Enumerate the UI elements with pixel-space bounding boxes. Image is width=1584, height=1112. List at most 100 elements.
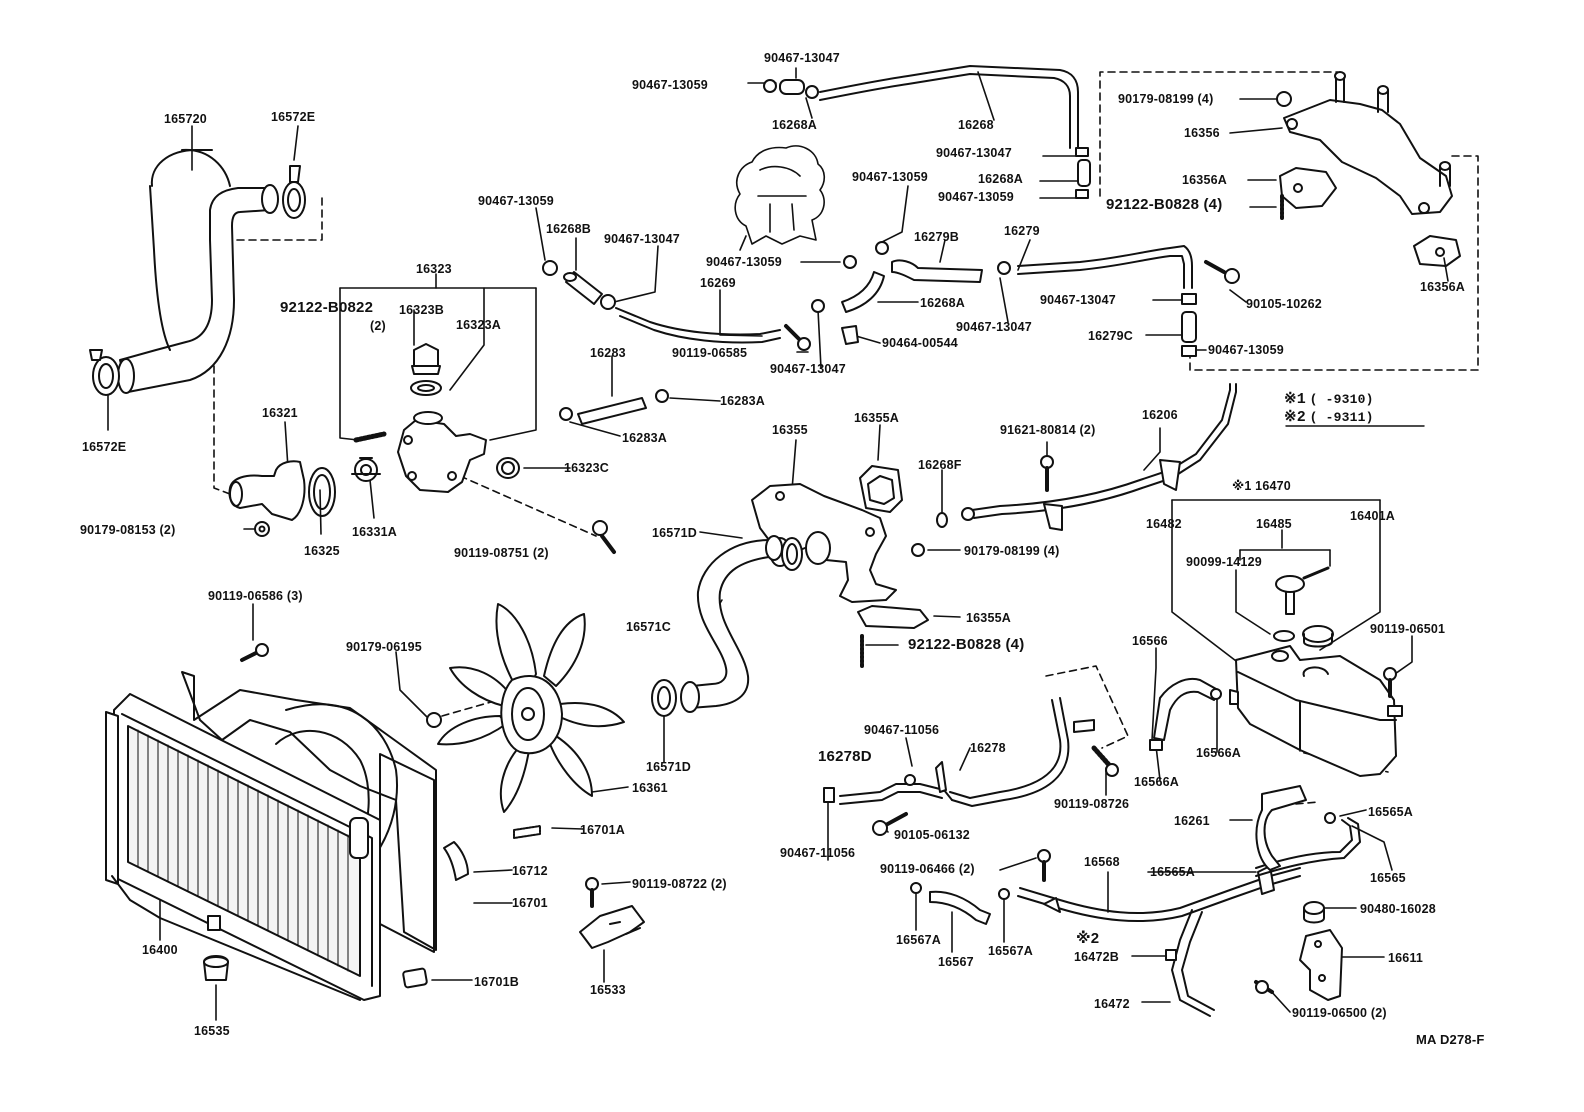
hose-16472 (1166, 910, 1214, 1016)
bolt-91621-80814 (1041, 456, 1053, 490)
part-label: 16568 (1084, 855, 1120, 869)
hose-16268B (564, 272, 602, 304)
gasket-16355A-top (860, 466, 902, 512)
part-label: 90467-13047 (956, 320, 1032, 334)
part-label: 16571D (646, 760, 691, 774)
part-label: 16567A (988, 944, 1033, 958)
washer-16323B (411, 381, 441, 395)
hose-16268A-top (764, 80, 818, 98)
part-label: 90467-13059 (938, 190, 1014, 204)
nut-90179-08153 (255, 522, 269, 536)
gasket-16356A-bottom (1414, 236, 1460, 266)
part-label: 16356 (1184, 126, 1220, 140)
upper-radiator-hose (118, 150, 278, 393)
clamp-16571D-bottom (652, 680, 676, 716)
part-label-qty: (2) (370, 319, 386, 333)
part-label: 16323C (564, 461, 609, 475)
part-label: 16701A (580, 823, 625, 837)
clamp-90467-13047-d (812, 300, 824, 312)
cushion-90480-16028 (1304, 902, 1324, 923)
part-label: 90467-13059 (632, 78, 708, 92)
part-label: 16279 (1004, 224, 1040, 238)
bolt-90105-06132 (873, 814, 906, 835)
part-label: 90467-13047 (770, 362, 846, 376)
reservoir-tank-16470 (1230, 646, 1402, 776)
bolt-90119-06501 (1384, 668, 1396, 696)
part-label: 90467-13059 (852, 170, 928, 184)
part-label: 16323 (416, 262, 452, 276)
part-label: 16323A (456, 318, 501, 332)
part-label: 90119-06586 (3) (208, 589, 303, 603)
clamp-90467-13059-c (543, 261, 557, 275)
nut-90179-08199-top (1277, 92, 1291, 106)
part-label: 90119-06585 (672, 346, 748, 360)
part-label: 16279B (914, 230, 959, 244)
part-label: 90119-08726 (1054, 797, 1130, 811)
part-label: 16283A (622, 431, 667, 445)
part-label: 16535 (194, 1024, 230, 1038)
part-label: 16400 (142, 943, 178, 957)
part-label: 16565A (1368, 805, 1413, 819)
part-label: 90464-00544 (882, 336, 958, 350)
gasket-16325 (309, 468, 335, 516)
part-label: 16268A (920, 296, 965, 310)
clamps-16279C (1182, 294, 1196, 356)
hose-clamp-16572E-top (283, 166, 305, 218)
pipe-16278D (824, 762, 952, 804)
gasket-16323C (497, 458, 519, 478)
hose-16566 (1150, 679, 1221, 750)
part-label: 16278D (818, 748, 872, 765)
cushion-16535 (204, 956, 228, 980)
part-label: 16356A (1182, 173, 1227, 187)
part-label: 90467-13059 (706, 255, 782, 269)
carburetor-sketch (735, 146, 824, 250)
pipe-16279 (998, 246, 1192, 288)
part-label: 16566A (1134, 775, 1179, 789)
cap-16323B (412, 344, 440, 374)
part-label: 16571D (652, 526, 697, 540)
part-label: 90099-14129 (1186, 555, 1262, 569)
gasket-16355A-bottom (858, 606, 928, 628)
condition-2-mark: ※2 (1284, 409, 1306, 426)
water-bypass-outlet-16356 (1284, 72, 1452, 214)
part-label: 92122-B0822 (280, 299, 374, 316)
hose-16268A-mid (842, 256, 884, 312)
condition-1-mark: ※1 (1284, 391, 1306, 408)
part-label: ※1 16470 (1232, 479, 1291, 493)
part-label: 90119-06500 (2) (1292, 1006, 1387, 1020)
part-label: 92122-B0828 (4) (1106, 196, 1223, 213)
part-label: 90467-11056 (864, 723, 940, 737)
bolt-90105-10262 (1206, 262, 1239, 283)
part-label: 16701 (512, 896, 548, 910)
bolt-90119-06500 (1256, 981, 1272, 993)
radiator-core-fins (138, 730, 348, 971)
condition-1-text: ( -9310) (1309, 392, 1374, 407)
part-label: 90179-08199 (4) (964, 544, 1060, 558)
part-label: 16355A (854, 411, 899, 425)
part-label: 16533 (590, 983, 626, 997)
part-label: 165720 (164, 112, 207, 126)
radiator-16400 (106, 694, 380, 1000)
part-label: 16485 (1256, 517, 1292, 531)
part-label: 16356A (1420, 280, 1465, 294)
part-label: 16283A (720, 394, 765, 408)
bracket-16611 (1300, 930, 1342, 1000)
part-label: 90467-13047 (1040, 293, 1116, 307)
part-label: 16565A (1150, 865, 1195, 879)
water-inlet-16321 (229, 461, 304, 520)
part-label: 16268B (546, 222, 591, 236)
cushion-16701B (403, 968, 427, 988)
part-label: ※2 (1076, 930, 1100, 947)
hose-clamp-16572E-left (90, 350, 119, 395)
part-label: 90105-10262 (1246, 297, 1322, 311)
part-label: 16355A (966, 611, 1011, 625)
part-label: 16565 (1370, 871, 1406, 885)
part-label: 90179-08153 (2) (80, 523, 176, 537)
part-label: 16611 (1388, 951, 1424, 965)
part-label: 90119-06466 (2) (880, 862, 975, 876)
cap-16485 (1276, 568, 1328, 614)
hose-16278 (950, 698, 1094, 806)
diagram-code: MA D278-F (1416, 1032, 1485, 1047)
part-label: 90467-13047 (604, 232, 680, 246)
part-label: 16572E (271, 110, 316, 124)
